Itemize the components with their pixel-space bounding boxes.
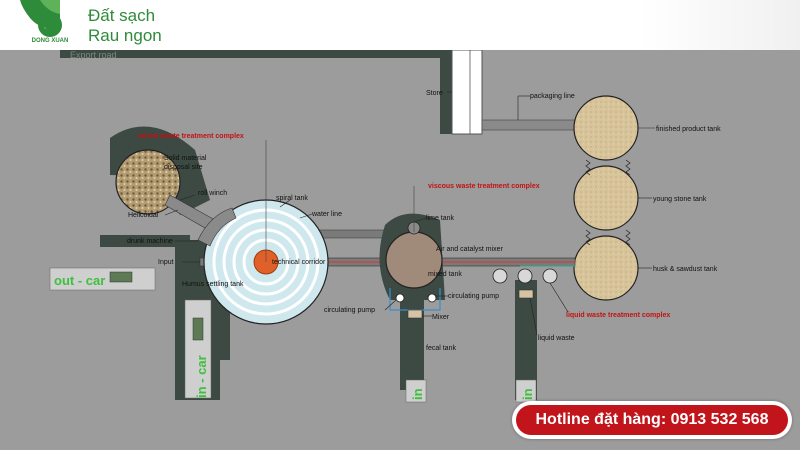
viscous-complex (379, 213, 445, 319)
label-humus-settling-tank: Humus settling tank (182, 281, 244, 288)
slogan-line-1: Đất sạch (88, 6, 156, 25)
label-viscous-complex: viscous waste treatment complex (428, 183, 540, 190)
packaging-line (481, 119, 583, 131)
label-husk-sawdust-tank: husk & sawdust tank (653, 266, 718, 273)
store-building (451, 49, 483, 135)
roads (60, 40, 537, 400)
label-mixer: Mixer (432, 314, 450, 321)
label-in-left: in (410, 388, 425, 400)
label-drunk-machine: drunk machine (127, 238, 173, 245)
slogan-line-2: Rau ngon (88, 26, 162, 45)
label-out-car: out - car (54, 273, 105, 288)
label-fecal-tank: fecal tank (426, 345, 456, 352)
truck-icon (109, 271, 133, 283)
label-roll-winch: roll winch (198, 190, 227, 197)
solid-disposal-site (115, 149, 181, 215)
drunk-machine (197, 207, 237, 247)
label-mixed-tank: mixed tank (428, 271, 462, 278)
label-mixed-waste-complex: mixed waste treatment complex (138, 133, 244, 140)
hotline-banner[interactable]: Hotline đặt hàng: 0913 532 568 (512, 401, 792, 439)
label-water-line: water line (311, 211, 342, 218)
label-finished-product-tank: finished product tank (656, 126, 721, 133)
label-young-stone-tank: young stone tank (653, 196, 707, 203)
product-tanks (573, 95, 639, 301)
hotline-text: Hotline đặt hàng: 0913 532 568 (516, 405, 788, 435)
label-helicoidal: Helicoidal (128, 212, 159, 219)
label-store: Store (426, 90, 443, 97)
road-sign-text: Export road (70, 50, 117, 60)
label-solid-disposal-2: disposal site (164, 164, 203, 171)
label-in-car: in - car (194, 355, 209, 398)
label-circulating-pump-right: circulating pump (448, 293, 499, 300)
label-circulating-pump-left: circulating pump (324, 307, 375, 314)
label-solid-disposal-1: Solid material (164, 155, 207, 162)
label-in-right: in (520, 388, 535, 400)
label-technical-corridor: technical corridor (272, 259, 326, 266)
label-spiral-tank: spiral tank (276, 195, 308, 202)
label-input: Input (158, 259, 174, 266)
label-packaging-line: packaging line (530, 93, 575, 100)
mixer (407, 309, 423, 319)
truck-icon (192, 317, 204, 341)
corner-leaf-icon (20, 0, 60, 30)
husk-sawdust-tank (573, 235, 639, 301)
young-stone-tank (573, 165, 639, 231)
label-liquid-waste: liquid waste (538, 335, 575, 342)
label-liquid-waste-complex: liquid waste treatment complex (566, 312, 670, 319)
label-lime-tank: lime tank (426, 215, 455, 222)
car-lanes (49, 267, 537, 403)
finished-product-tank (573, 95, 639, 161)
mixed-tank (385, 231, 443, 289)
brand-name: DONG XUAN (31, 38, 69, 44)
label-air-catalyst-mixer: Air and catalyst mixer (436, 246, 504, 253)
header-bar: DONG XUAN Đất sạch Rau ngon (0, 0, 800, 50)
